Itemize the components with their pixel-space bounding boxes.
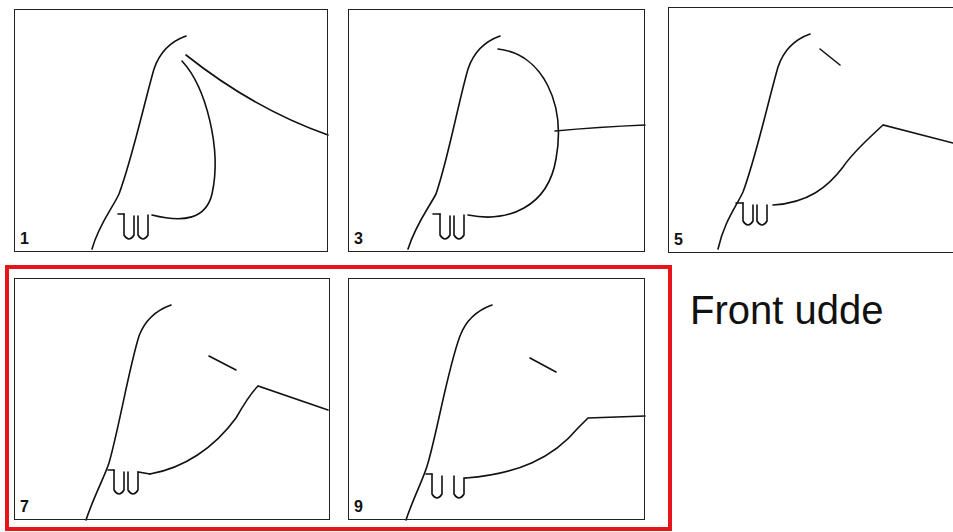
figure-panel: 7 xyxy=(14,278,330,520)
figure-panel: 1 xyxy=(14,9,328,252)
panel-score-number: 7 xyxy=(20,498,29,516)
panel-score-number: 1 xyxy=(20,230,29,248)
highlight-frame xyxy=(7,267,670,529)
figure-panel: 3 xyxy=(348,9,645,252)
panel-score-number: 3 xyxy=(354,230,363,248)
panel-score-number: 9 xyxy=(354,498,363,516)
udder-drawing xyxy=(92,36,328,249)
udder-drawing xyxy=(406,305,645,520)
figure-panel: 5 xyxy=(668,7,953,253)
panel-score-number: 5 xyxy=(674,231,683,249)
figure-panel: 9 xyxy=(348,278,645,520)
udder-drawing xyxy=(408,36,645,249)
udder-drawing xyxy=(86,305,328,520)
trait-label: Front udde xyxy=(690,288,883,333)
udder-drawing xyxy=(718,34,953,249)
